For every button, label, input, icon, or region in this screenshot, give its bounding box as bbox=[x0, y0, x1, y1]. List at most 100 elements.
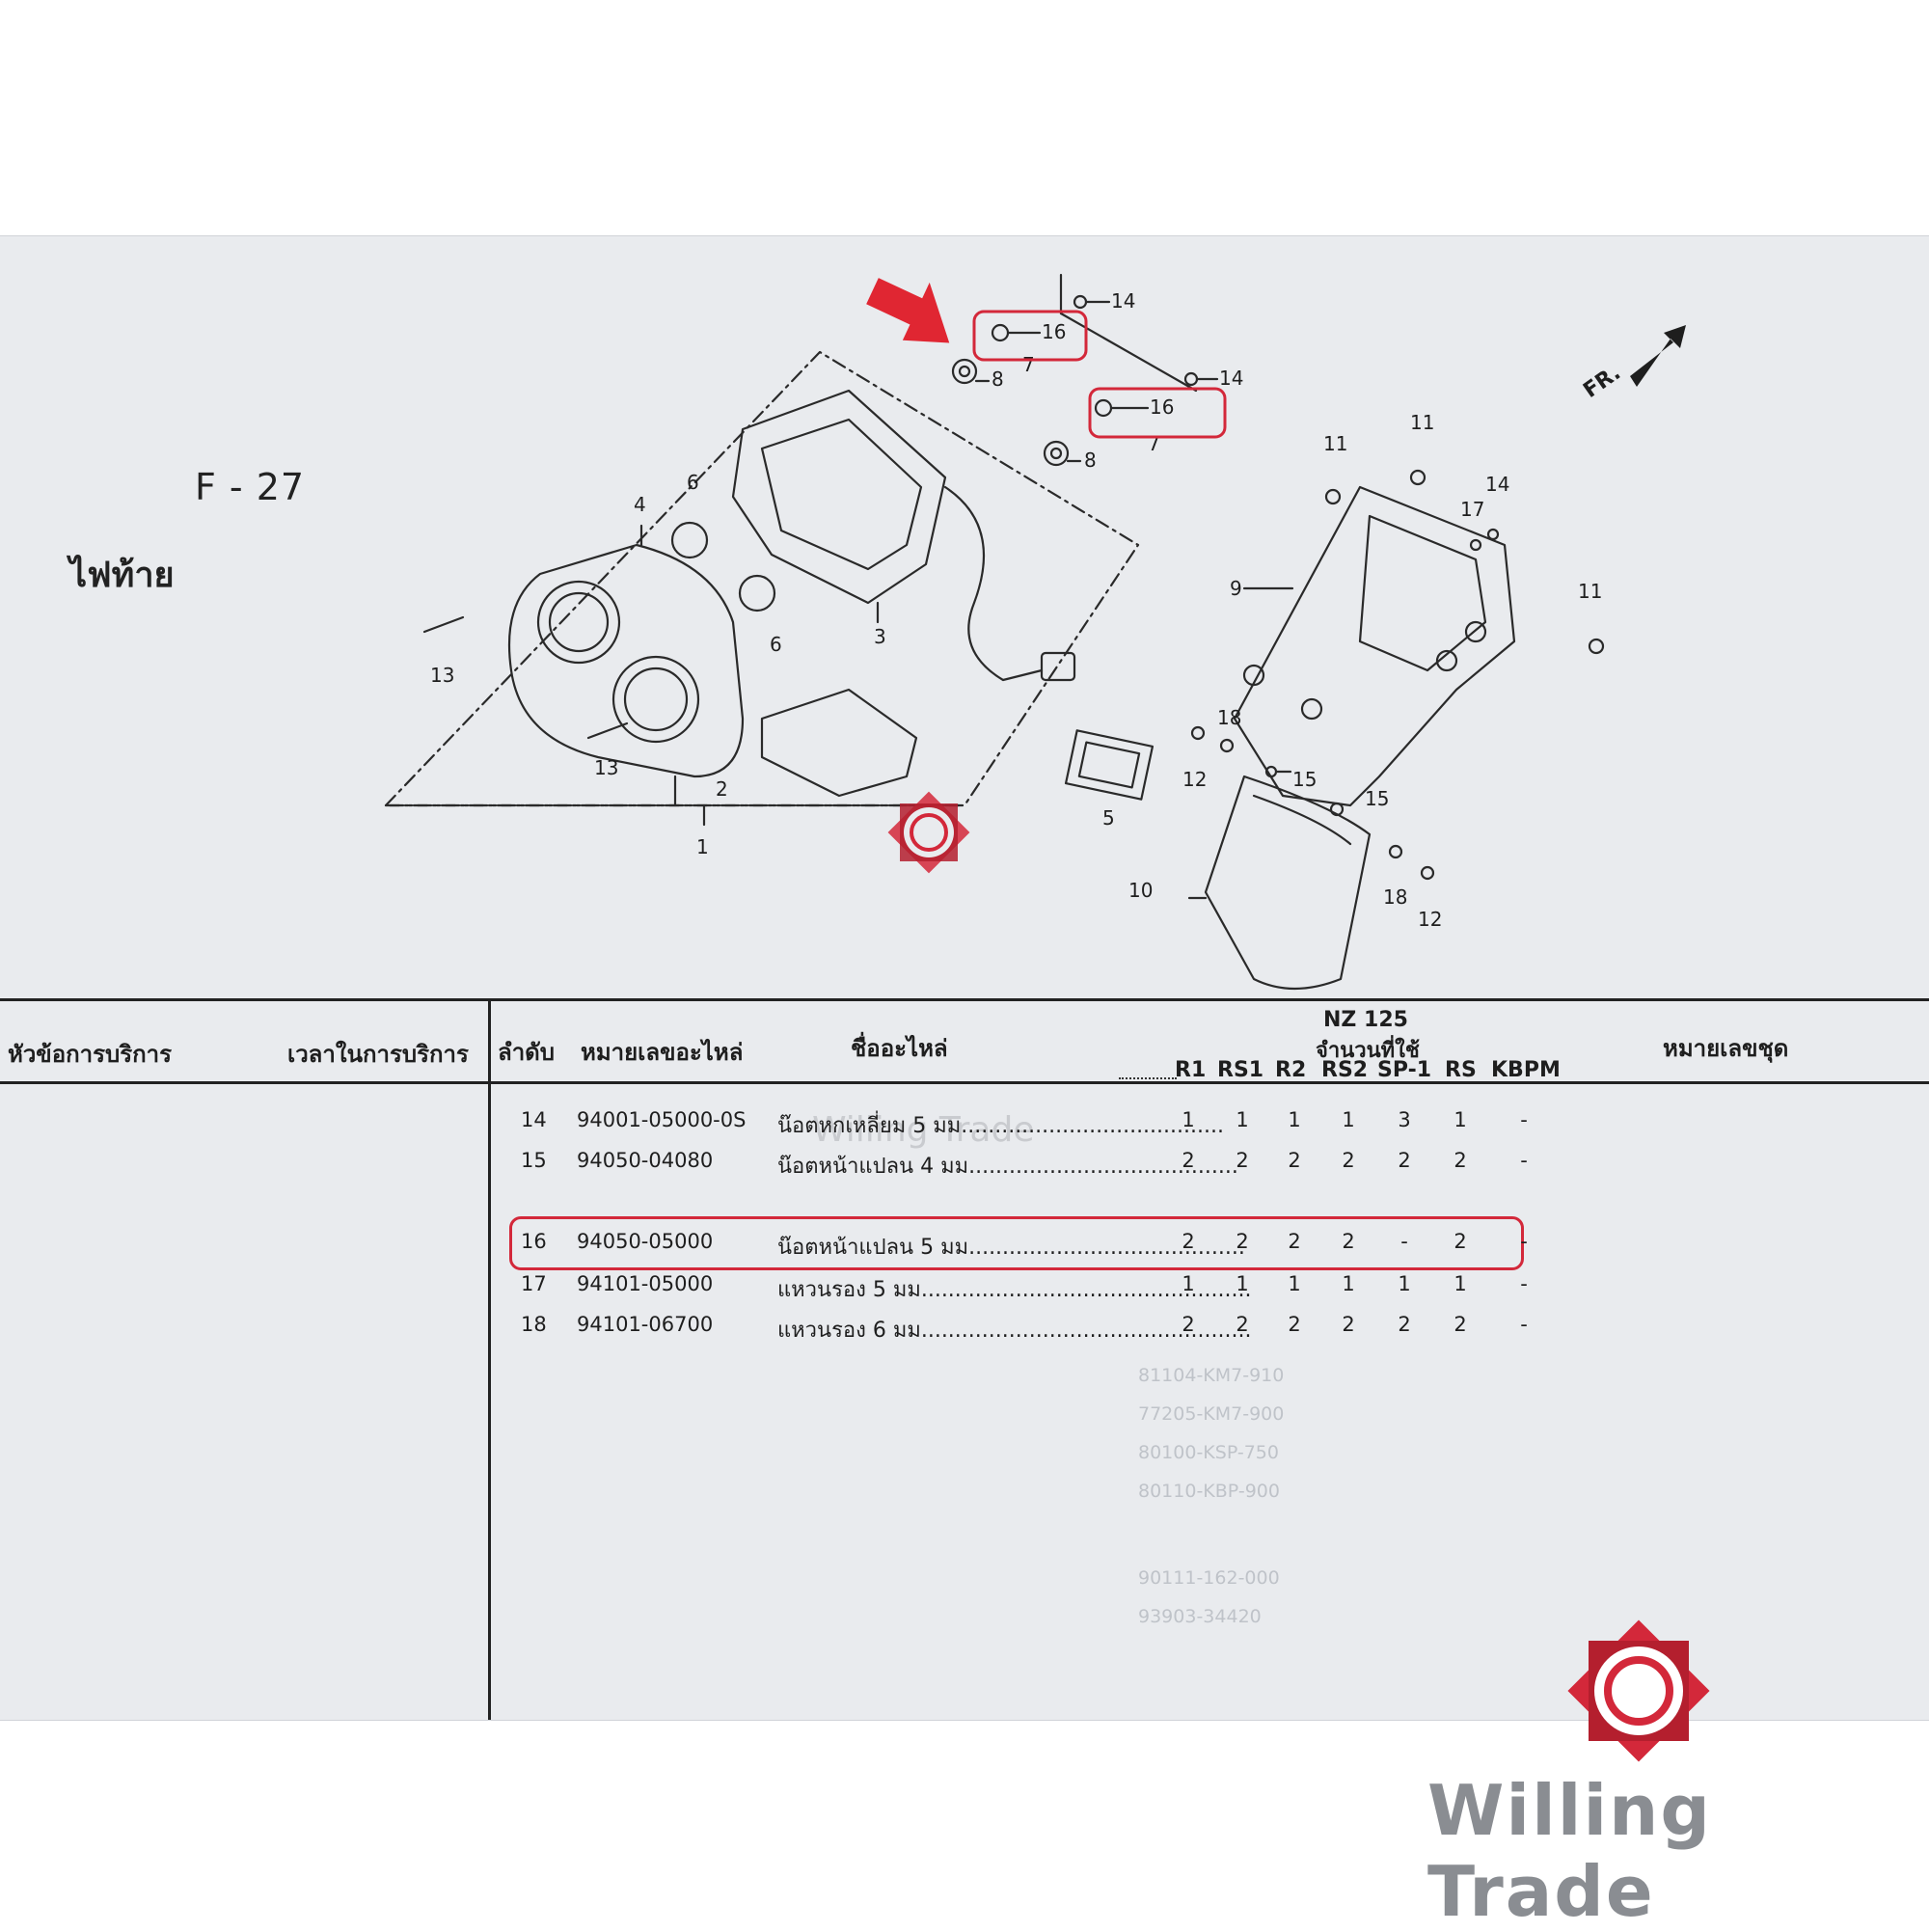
table-head-rule bbox=[0, 1081, 1929, 1084]
callout: 5 bbox=[1102, 806, 1115, 830]
header-service-time: เวลาในการบริการ bbox=[287, 1041, 469, 1068]
brand-logo-icon bbox=[1567, 1619, 1710, 1762]
row-qty: 2 bbox=[1398, 1149, 1411, 1172]
callout: 11 bbox=[1410, 411, 1434, 434]
row-part-number: 94001-05000-0S bbox=[577, 1108, 747, 1131]
callout: 14 bbox=[1485, 473, 1509, 496]
callout: 16 bbox=[1150, 395, 1174, 419]
row-qty: 2 bbox=[1288, 1230, 1301, 1253]
header-part-number: หมายเลขอะไหล่ bbox=[581, 1039, 744, 1066]
variant-header: SP-1 bbox=[1377, 1058, 1432, 1082]
brand-name: Willing Trade bbox=[1427, 1770, 1712, 1932]
section-name: ไฟท้าย bbox=[69, 556, 175, 595]
row-qty: - bbox=[1520, 1108, 1528, 1131]
table-top-rule bbox=[0, 998, 1929, 1001]
row-qty: 1 bbox=[1236, 1272, 1249, 1295]
variant-header: R1 bbox=[1175, 1058, 1207, 1082]
variant-header: RS2 bbox=[1321, 1058, 1369, 1082]
ghost-text: 90111-162-000 bbox=[1138, 1567, 1280, 1589]
table-row: 18 94101-06700 แหวนรอง 6 มม.............… bbox=[0, 1305, 1929, 1344]
row-part-number: 94101-05000 bbox=[577, 1272, 714, 1295]
header-qty-used: จำนวนที่ใช้ bbox=[1316, 1039, 1420, 1063]
highlight-callout-16-lower bbox=[1088, 387, 1227, 439]
callout: 8 bbox=[992, 367, 1004, 391]
callout: 8 bbox=[1084, 449, 1097, 472]
watermark-text: Willing Trade bbox=[812, 1110, 1035, 1150]
watermark-logo-icon bbox=[887, 791, 970, 874]
row-qty: - bbox=[1520, 1313, 1528, 1336]
row-qty: 2 bbox=[1182, 1149, 1195, 1172]
row-qty: 2 bbox=[1182, 1230, 1195, 1253]
callout: 6 bbox=[770, 633, 782, 656]
header-seq: ลำดับ bbox=[498, 1039, 556, 1066]
callout: 18 bbox=[1383, 885, 1407, 909]
row-qty: 2 bbox=[1288, 1313, 1301, 1336]
row-qty: 2 bbox=[1236, 1230, 1249, 1253]
row-part-name: น๊อตหน้าแปลน 4 มม.......................… bbox=[777, 1155, 1238, 1179]
callout: 1 bbox=[696, 835, 709, 858]
header-service-topic: หัวข้อการบริการ bbox=[8, 1041, 173, 1068]
front-direction-arrow-icon bbox=[1630, 325, 1686, 387]
highlight-callout-16-top bbox=[972, 310, 1088, 362]
callout: 3 bbox=[874, 625, 886, 648]
callout: 11 bbox=[1578, 580, 1602, 603]
row-qty: 1 bbox=[1454, 1272, 1467, 1295]
row-qty: - bbox=[1520, 1230, 1528, 1253]
callout: 9 bbox=[1230, 577, 1242, 600]
row-qty: - bbox=[1520, 1149, 1528, 1172]
callout: 4 bbox=[634, 493, 646, 516]
row-qty: 2 bbox=[1182, 1313, 1195, 1336]
row-part-number: 94101-06700 bbox=[577, 1313, 714, 1336]
callout: 12 bbox=[1182, 768, 1207, 791]
row-qty: - bbox=[1520, 1272, 1528, 1295]
callout: 15 bbox=[1292, 768, 1317, 791]
row-qty: 1 bbox=[1182, 1272, 1195, 1295]
ghost-text: 81104-KM7-910 bbox=[1138, 1365, 1285, 1386]
row-qty: 2 bbox=[1236, 1313, 1249, 1336]
callout: 13 bbox=[430, 664, 454, 687]
callout-numbers: 1 2 3 4 5 6 6 7 7 8 8 9 10 11 11 11 12 1… bbox=[430, 289, 1602, 931]
callout: 10 bbox=[1128, 879, 1153, 902]
row-seq: 14 bbox=[521, 1108, 547, 1131]
row-qty: 1 bbox=[1454, 1108, 1467, 1131]
callout: 11 bbox=[1323, 432, 1347, 455]
table-row: 14 94001-05000-0S น๊อตหกเหลี่ยม 5 มม....… bbox=[0, 1101, 1929, 1139]
red-pointer-arrow-icon bbox=[866, 278, 950, 343]
ghost-text: 80110-KBP-900 bbox=[1138, 1481, 1280, 1502]
row-qty: 2 bbox=[1454, 1230, 1467, 1253]
header-model: NZ 125 bbox=[1323, 1008, 1408, 1032]
callout: 14 bbox=[1219, 367, 1243, 390]
callout: 14 bbox=[1111, 289, 1135, 313]
row-qty: 1 bbox=[1342, 1272, 1355, 1295]
table-row: 17 94101-05000 แหวนรอง 5 มม.............… bbox=[0, 1265, 1929, 1303]
row-qty: 2 bbox=[1342, 1313, 1355, 1336]
callout: 18 bbox=[1217, 706, 1241, 729]
row-qty: 3 bbox=[1398, 1108, 1411, 1131]
row-qty: 1 bbox=[1182, 1108, 1195, 1131]
row-qty: 1 bbox=[1288, 1272, 1301, 1295]
variant-header: RS1 bbox=[1217, 1058, 1264, 1082]
callout: 13 bbox=[594, 756, 618, 779]
direction-label: FR. bbox=[1579, 361, 1625, 403]
lens-shape bbox=[507, 543, 745, 778]
row-qty: 2 bbox=[1454, 1313, 1467, 1336]
callout: 12 bbox=[1418, 908, 1442, 931]
row-qty: 2 bbox=[1454, 1149, 1467, 1172]
ghost-text: 93903-34420 bbox=[1138, 1606, 1262, 1627]
row-qty: 1 bbox=[1288, 1108, 1301, 1131]
row-part-name: แหวนรอง 6 มม............................… bbox=[777, 1319, 1252, 1343]
row-seq: 17 bbox=[521, 1272, 547, 1295]
row-qty: 2 bbox=[1342, 1230, 1355, 1253]
row-part-number: 94050-04080 bbox=[577, 1149, 714, 1172]
callout: 16 bbox=[1042, 320, 1066, 343]
highlight-row-16 bbox=[509, 1216, 1524, 1270]
header-dot-leader bbox=[1119, 1077, 1177, 1079]
row-part-number: 94050-05000 bbox=[577, 1230, 714, 1253]
callout: 15 bbox=[1365, 787, 1389, 810]
catalog-sheet: FR. 1 2 3 4 5 6 6 7 7 8 8 9 10 11 11 11 … bbox=[0, 235, 1929, 1721]
row-seq: 15 bbox=[521, 1149, 547, 1172]
row-part-name: น๊อตหน้าแปลน 5 มม.......................… bbox=[777, 1236, 1245, 1260]
variant-header: KBPM bbox=[1491, 1058, 1561, 1082]
row-qty: 2 bbox=[1288, 1149, 1301, 1172]
callout: 6 bbox=[687, 471, 699, 494]
